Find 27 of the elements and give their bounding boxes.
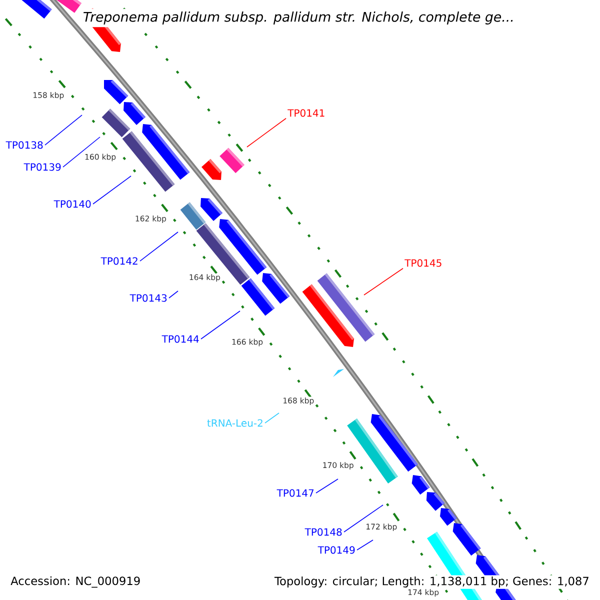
gene-label: TP0148 [304,528,342,536]
gene-label: tRNA-Leu-2 [207,419,262,427]
gene-label: TP0147 [276,489,314,497]
leader-line [92,176,132,204]
leader-line [356,540,374,550]
gene-label: TP0144 [162,335,199,343]
leader-line [62,136,100,168]
genome-info-text: Topology: circular; Length: 1,138,011 bp; Genes: 1,087 [273,575,591,589]
gene-label: TP0145 [404,259,442,267]
gene-label: TP0142 [100,257,138,265]
leader-line [344,504,384,532]
leader-line [364,268,404,296]
leader-line [44,114,82,146]
gene-label: TP0140 [54,200,91,208]
leader-line [246,118,286,148]
gene-label: TP0139 [24,163,61,171]
leader-line [200,310,240,340]
leader-line [140,232,178,262]
leader-line [316,478,338,494]
accession-text: Accession: NC_000919 [9,575,142,589]
gene-label: TP0149 [318,546,355,554]
gene-label: TP0141 [288,109,324,117]
leader-line [264,412,280,424]
leader-line [168,290,178,298]
gene-label: TP0138 [6,141,43,149]
title: Treponema pallidum subsp. pallidum str. Nichols, complete ge... [80,8,517,28]
gene-label: TP0143 [130,294,167,302]
